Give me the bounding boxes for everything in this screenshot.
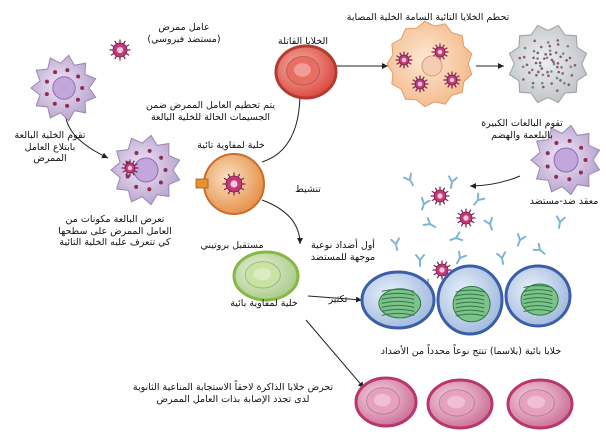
virus-complex-3 <box>432 260 452 280</box>
label-t-cell: خلية لمفاوية تائية <box>197 140 265 151</box>
antibody-icon <box>390 237 401 251</box>
antigen-on-t-cell-icon <box>222 172 246 196</box>
antibody-icon <box>516 232 527 247</box>
antibody-icon <box>496 251 507 265</box>
arrow-memory <box>305 319 365 389</box>
plasma-cell-1 <box>360 270 436 330</box>
label-process: يتم تحطيم العامل الممرض ضمن الجسيمات الح… <box>145 100 275 123</box>
antibody-icon <box>555 215 566 229</box>
antibody-icon <box>420 196 431 211</box>
antibody-icon <box>532 242 546 255</box>
virus-icon <box>431 43 449 61</box>
plasma-cell-3 <box>504 264 572 328</box>
antibody-icon <box>403 172 414 187</box>
destroyed-cell <box>508 24 588 104</box>
infected-cell <box>386 20 473 108</box>
memory-cell-3 <box>506 378 574 430</box>
virus-icon <box>443 71 461 89</box>
arrow-proliferate <box>307 295 363 303</box>
virus-icon <box>395 51 413 69</box>
phagocyte-presenting <box>110 134 181 206</box>
label-plasma: خلايا بائية (بلاسما) تنتج نوعاً محدداً م… <box>380 346 562 357</box>
killer-cell <box>274 44 338 100</box>
antibody-icon <box>456 250 467 265</box>
arrow-activate-killer <box>261 91 303 163</box>
memory-cell-1 <box>354 376 418 428</box>
arrow-macrophage <box>469 175 521 189</box>
antibody-icon <box>449 231 464 242</box>
label-present: تعرض البالعة مكونات من العامل الممرض على… <box>58 214 172 248</box>
label-pathogen: عامل ممرض (مستضد فيروسي) <box>147 22 221 45</box>
virus-pathogen <box>109 39 131 61</box>
antibody-icon <box>422 217 437 228</box>
arrow-engulf <box>65 117 109 159</box>
label-memory: تحرض خلايا الذاكرة لاحقاً الاستجابة المن… <box>132 382 334 405</box>
label-b-cell: خلية لمفاوية بائية <box>230 298 298 309</box>
label-complex: معقد ضد-مستضد <box>529 196 599 207</box>
antibody-icon <box>447 175 458 189</box>
memory-cell-2 <box>426 378 494 430</box>
virus-complex-2 <box>456 208 476 228</box>
virus-icon <box>411 75 429 93</box>
phagocyte-engulfing <box>30 54 97 122</box>
label-proliferate: تكثير <box>328 294 348 305</box>
protein-receptor <box>195 178 209 189</box>
antibody-icon <box>483 216 494 231</box>
label-receptor: مستقبل بروتيني <box>200 240 264 251</box>
cells-layer <box>30 20 601 430</box>
arrow-activate-b <box>261 199 303 245</box>
label-killer: الخلايا القاتلة <box>277 36 328 47</box>
label-activate: تنشيط <box>295 184 321 195</box>
virus-inside-icon <box>121 159 139 177</box>
label-macrophage-eat: تقوم البالعات الكبيرة بالبلعمة والهضم <box>481 118 563 141</box>
plasma-cell-2 <box>436 264 504 336</box>
label-first-antibodies: أول أضداد نوعية موجهة للمستضد <box>310 240 376 263</box>
macrophage <box>530 124 601 196</box>
label-destroy: تحطم الخلايا التائية السامة الخلية المصا… <box>346 12 510 23</box>
label-engulf: تقوم الخلية البالعة بابتلاع العامل الممر… <box>14 130 86 164</box>
virus-complex-1 <box>430 186 450 206</box>
b-cell <box>232 250 300 302</box>
flow-arrows <box>65 63 521 389</box>
antibody-icon <box>415 254 425 267</box>
t-cell <box>203 153 265 215</box>
antibody-icon <box>473 192 486 206</box>
